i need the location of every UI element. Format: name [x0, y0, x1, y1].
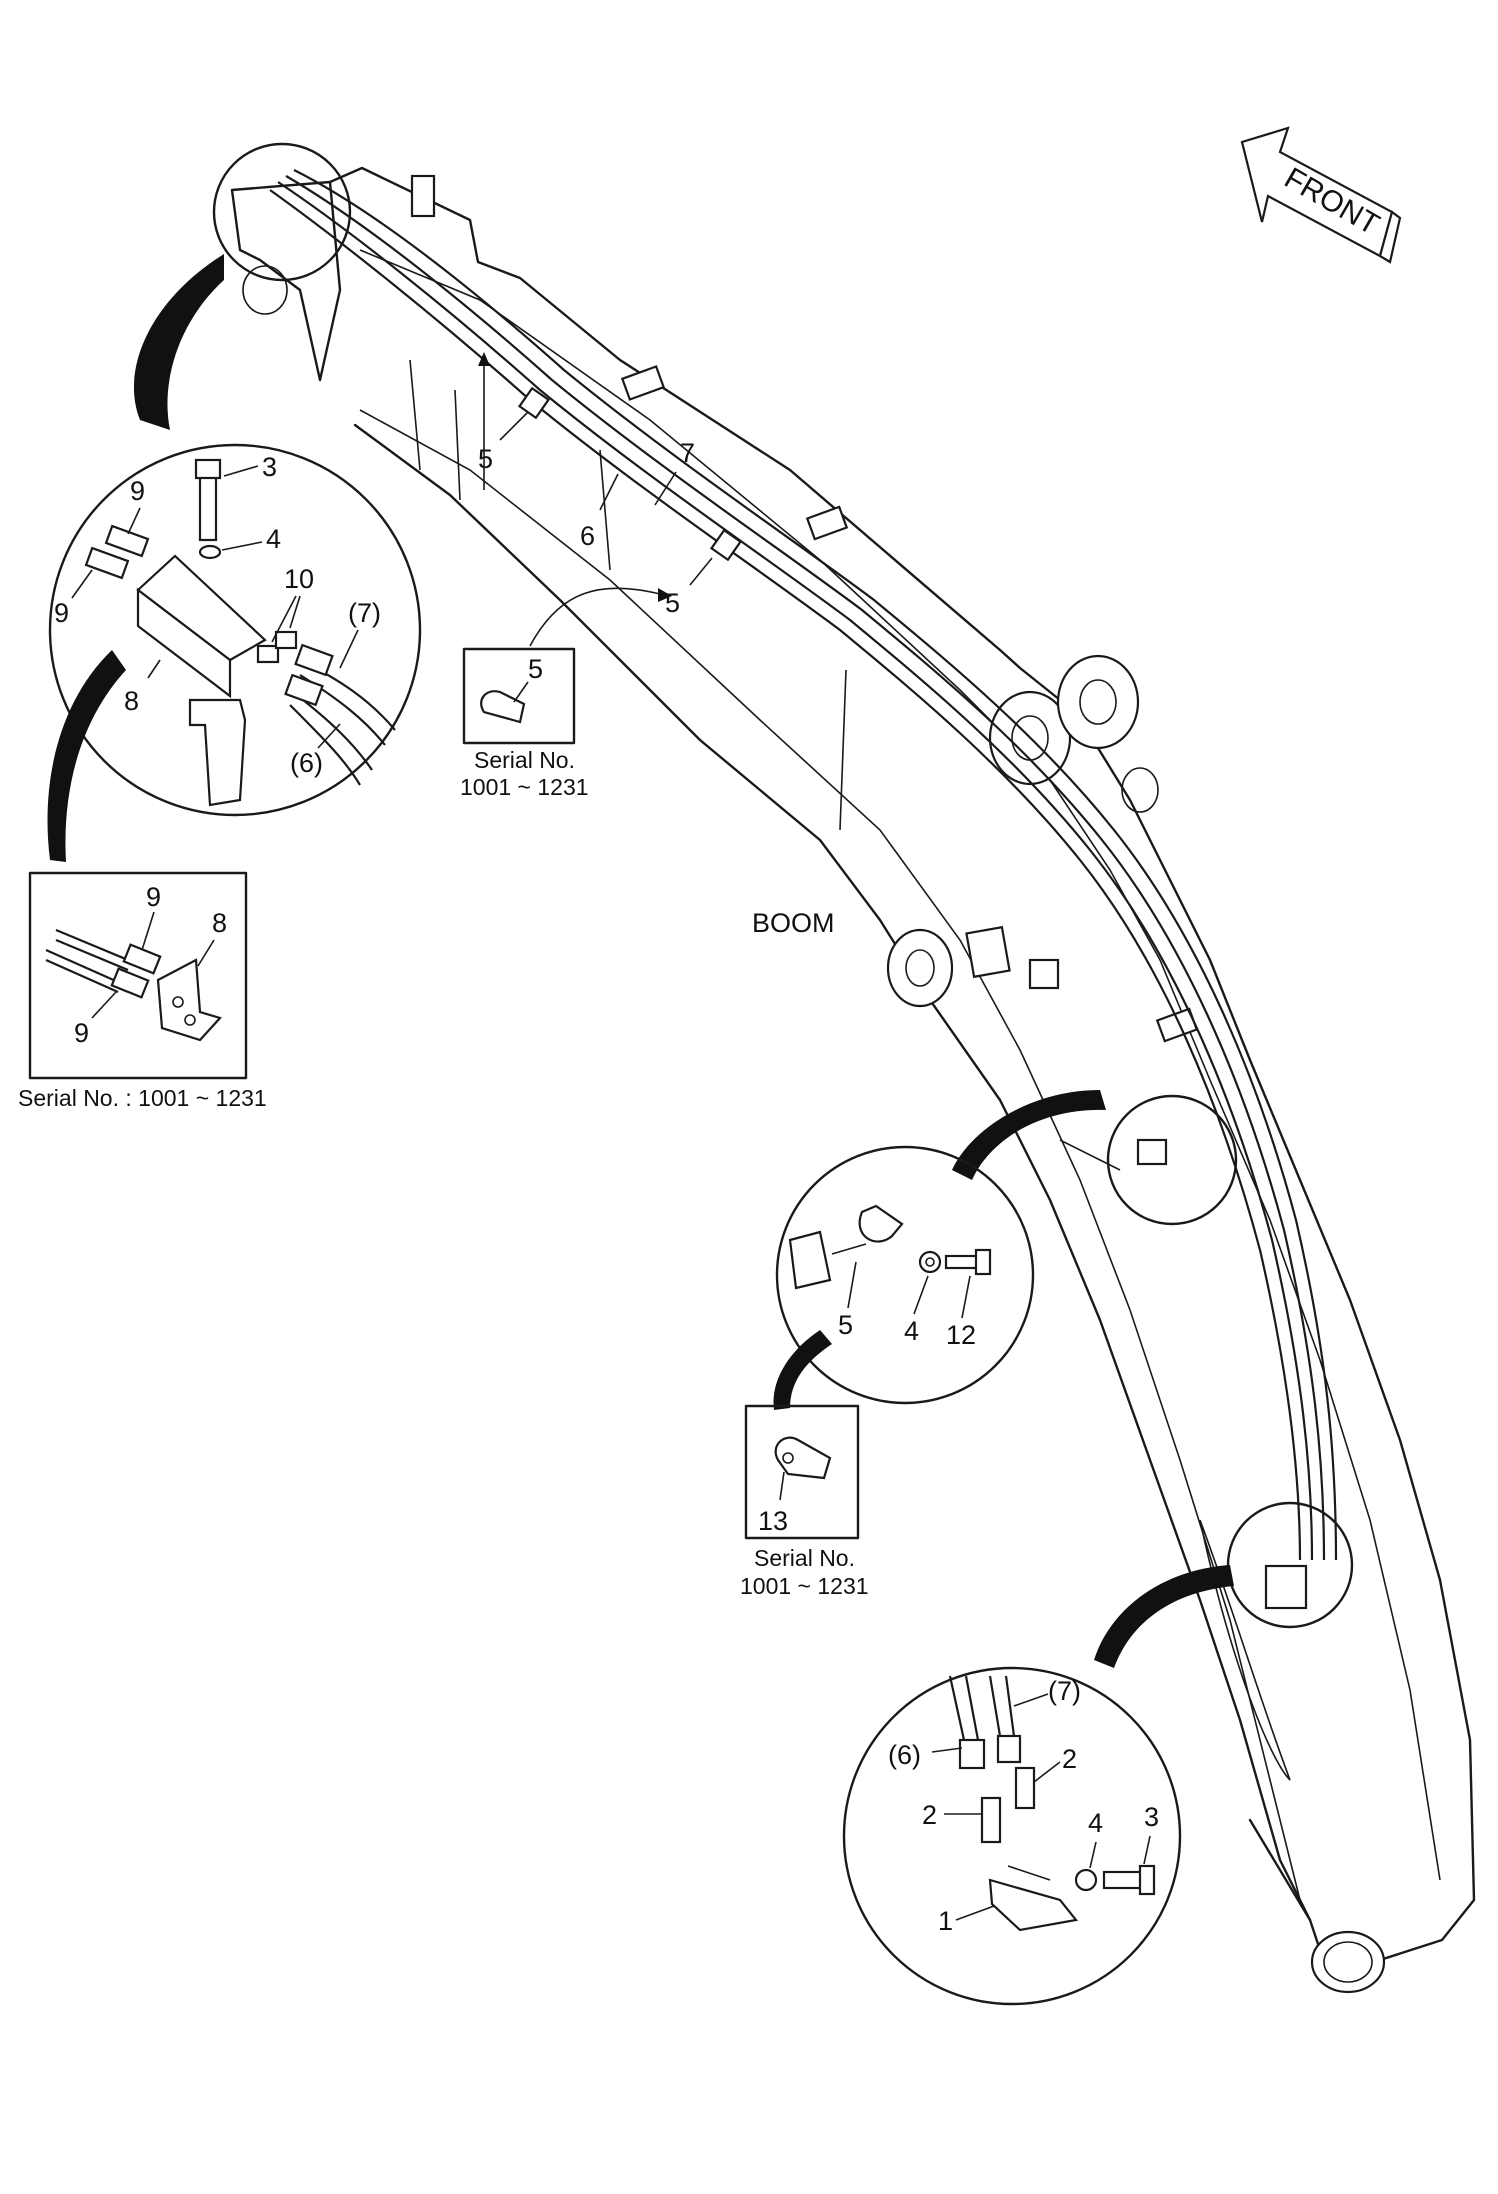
callout-bottom-7: (7) — [1048, 1676, 1081, 1706]
callout-top-10: 10 — [284, 564, 314, 594]
callout-clamp-4: 4 — [904, 1316, 919, 1346]
callout-inset-9b: 9 — [74, 1018, 89, 1048]
callout-boom-5a: 5 — [478, 444, 493, 474]
top-detail-circle: 3 4 9 9 8 10 (7) (6) — [47, 142, 422, 862]
callout-boom-6: 6 — [580, 521, 595, 551]
callout-bottom-3: 3 — [1144, 1802, 1159, 1832]
callout-top-4: 4 — [266, 524, 281, 554]
clamp-inset-box: 13 Serial No. 1001 ~ 1231 — [740, 1404, 869, 1599]
callout-top-7: (7) — [348, 598, 381, 628]
callout-bottom-4: 4 — [1088, 1808, 1103, 1838]
bottom-detail-circle: (7) (6) 2 2 4 3 1 — [842, 1501, 1354, 2006]
main-label: BOOM — [752, 908, 835, 938]
callout-inset-8: 8 — [212, 908, 227, 938]
front-arrow-icon: FRONT — [1240, 126, 1402, 264]
callout-clamp-5: 5 — [838, 1310, 853, 1340]
boom-body — [230, 166, 1476, 1994]
serial-clamp-box: 5 Serial No. 1001 ~ 1231 — [460, 352, 672, 800]
serial-clamp-label: 5 — [528, 654, 543, 684]
clamp-inset-line2: 1001 ~ 1231 — [740, 1573, 869, 1599]
callout-bottom-6: (6) — [888, 1740, 921, 1770]
callout-bottom-2b: 2 — [922, 1800, 937, 1830]
clamp-inset-line1: Serial No. — [754, 1545, 855, 1571]
boom-callouts: 5 7 6 5 BOOM — [478, 411, 835, 938]
callout-inset-9a: 9 — [146, 882, 161, 912]
callout-inset-13: 13 — [758, 1506, 788, 1536]
callout-bottom-1: 1 — [938, 1906, 953, 1936]
left-inset-box: 9 8 9 Serial No. : 1001 ~ 1231 — [18, 871, 267, 1111]
callout-top-8: 8 — [124, 686, 139, 716]
callout-boom-7: 7 — [680, 438, 695, 468]
callout-top-9a: 9 — [130, 476, 145, 506]
callout-top-6: (6) — [290, 748, 323, 778]
callout-clamp-12: 12 — [946, 1320, 976, 1350]
left-inset-serial-note: Serial No. : 1001 ~ 1231 — [18, 1085, 267, 1111]
callout-bottom-2a: 2 — [1062, 1744, 1077, 1774]
callout-boom-5b: 5 — [665, 588, 680, 618]
serial-box-line2: 1001 ~ 1231 — [460, 774, 589, 800]
callout-top-3: 3 — [262, 452, 277, 482]
callout-top-9b: 9 — [54, 598, 69, 628]
clamp-detail-circle: 5 4 12 — [773, 1090, 1238, 1410]
serial-box-line1: Serial No. — [474, 747, 575, 773]
